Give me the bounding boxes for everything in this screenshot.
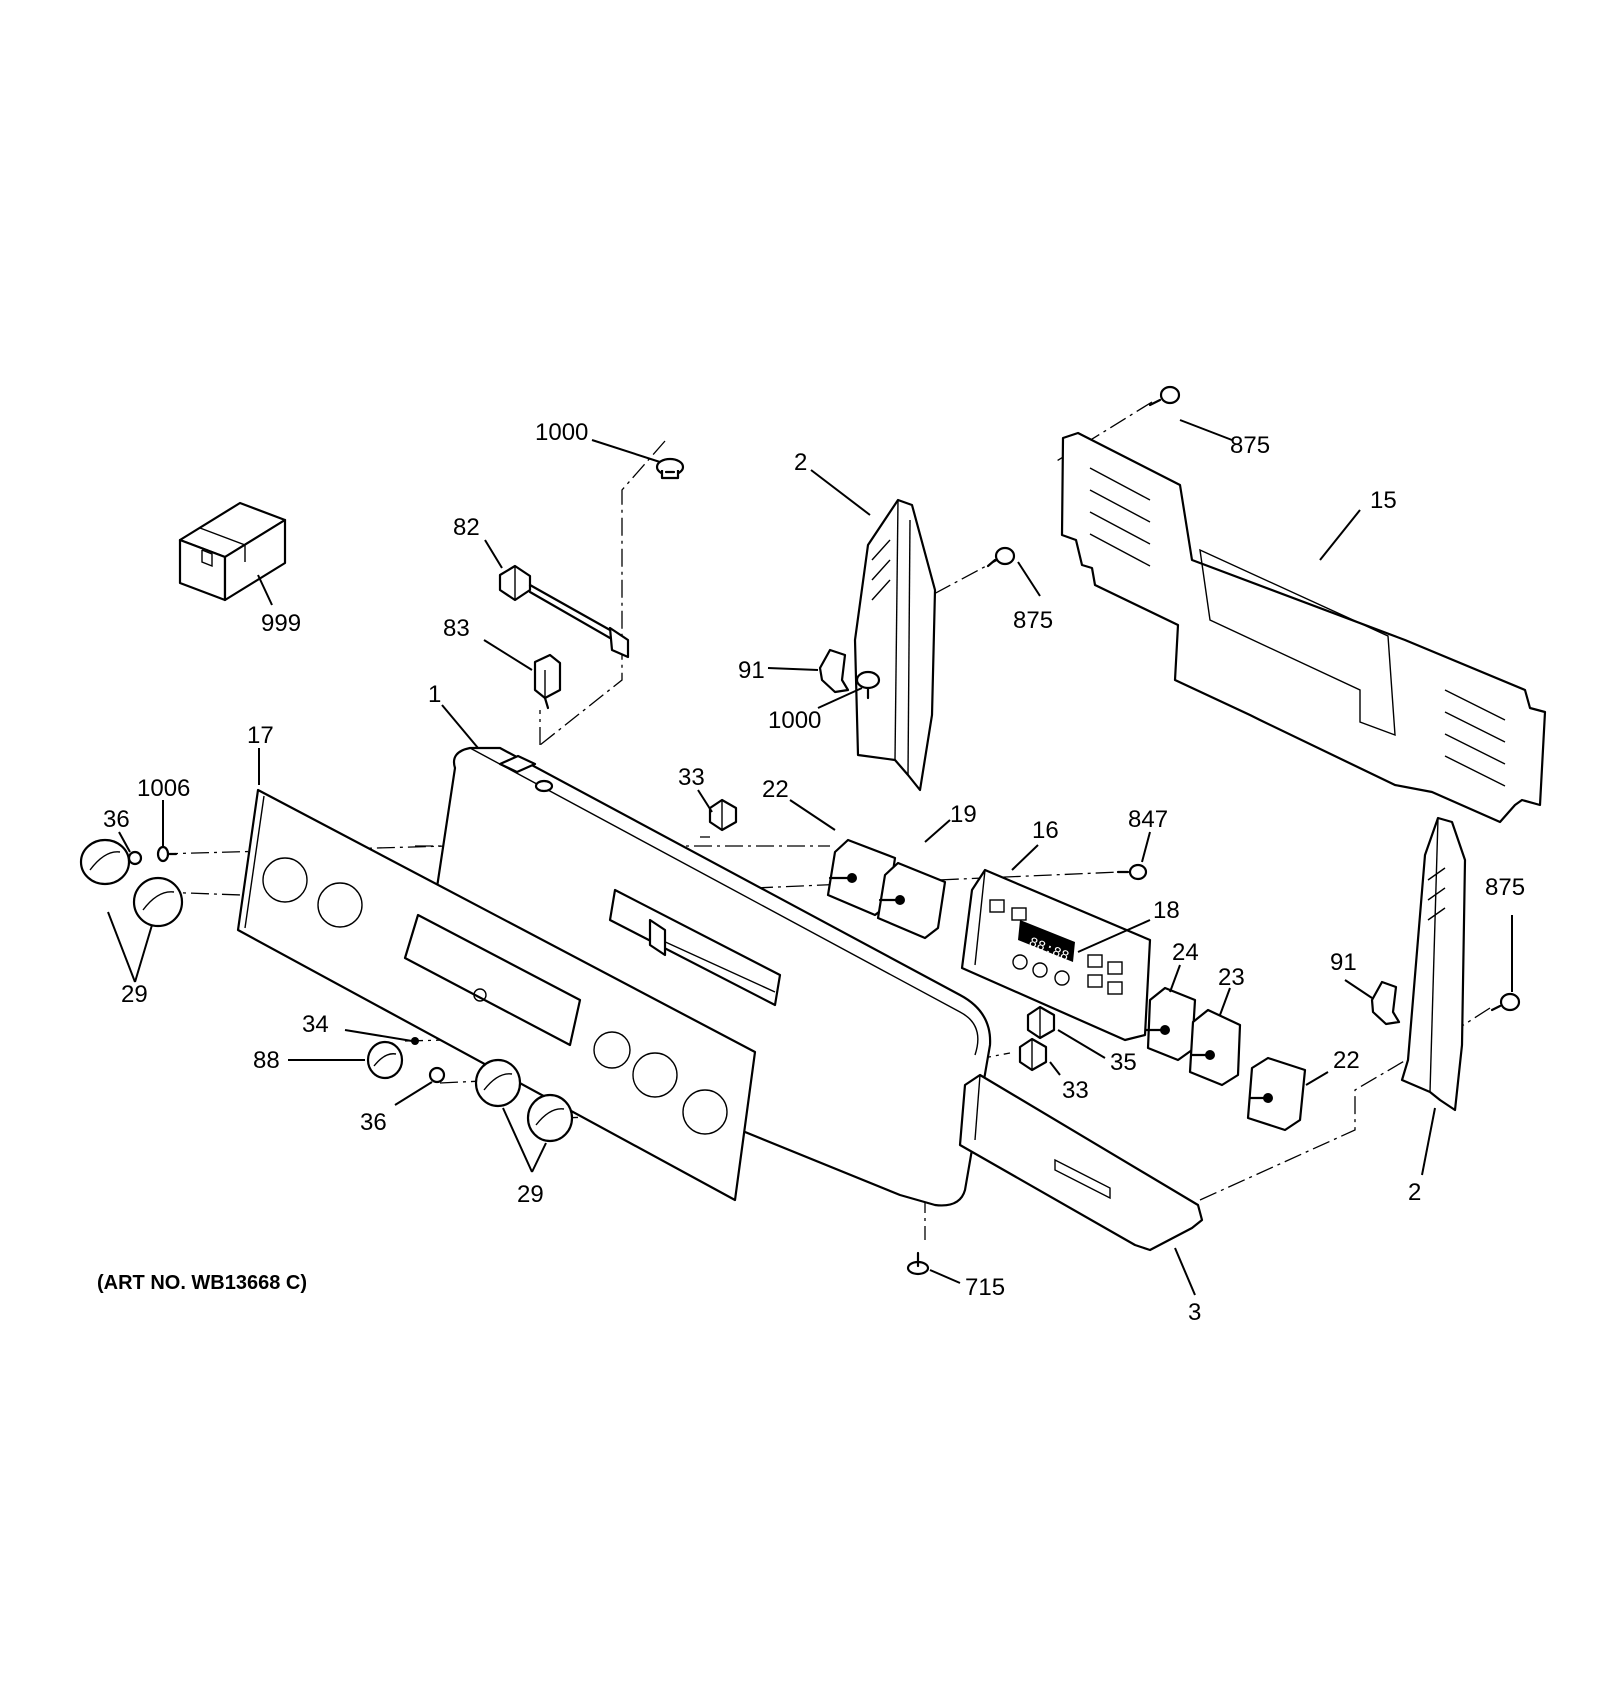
part-91-bracket	[1370, 980, 1401, 1026]
callout-82: 82	[453, 514, 480, 541]
part-19-infinite-switch	[876, 861, 947, 940]
part-715-screw	[906, 1251, 930, 1276]
callout-22: 22	[762, 776, 789, 803]
part-875-screw	[986, 546, 1016, 568]
part-36-spring	[428, 1066, 446, 1084]
part-29-surface-knob	[526, 1093, 574, 1143]
callout-17: 17	[247, 722, 274, 749]
callout-labels: 1000 82 83 999 1 17 1006 36 29 2 91 1000…	[103, 419, 1525, 1326]
callout-875: 875	[1230, 432, 1270, 459]
part-23-infinite-switch	[1188, 1008, 1242, 1087]
callout-18: 18	[1153, 897, 1180, 924]
part-88-knob	[366, 1040, 404, 1080]
callout-83: 83	[443, 615, 470, 642]
callout-2: 2	[1408, 1179, 1421, 1206]
callout-34: 34	[302, 1011, 329, 1038]
part-33-clip	[708, 798, 738, 832]
callout-24: 24	[1172, 939, 1199, 966]
leader-lines	[107, 419, 1513, 1296]
callout-2: 2	[794, 449, 807, 476]
part-1006-screw	[156, 845, 178, 863]
part-2-end-cap	[1400, 816, 1467, 1112]
callout-999: 999	[261, 610, 301, 637]
part-1-backsplash-panel	[418, 746, 992, 1207]
callout-1: 1	[428, 681, 441, 708]
callout-847: 847	[1128, 806, 1168, 833]
part-1000-screw	[855, 670, 881, 700]
art-number: (ART NO. WB13668 C)	[97, 1272, 307, 1294]
callout-16: 16	[1032, 817, 1059, 844]
callout-35: 35	[1110, 1049, 1137, 1076]
part-82-wire-harness	[498, 564, 630, 659]
part-875-screw	[1490, 992, 1521, 1012]
callout-715: 715	[965, 1274, 1005, 1301]
callout-33: 33	[678, 764, 705, 791]
part-36-spring	[127, 850, 143, 866]
callout-1000: 1000	[535, 419, 588, 446]
callout-1006: 1006	[137, 775, 190, 802]
part-875-screw	[1148, 385, 1181, 407]
callout-3: 3	[1188, 1299, 1201, 1326]
part-15-back-shield	[1060, 431, 1547, 824]
callout-88: 88	[253, 1047, 280, 1074]
callout-875: 875	[1013, 607, 1053, 634]
part-16-electronic-control: 88:88	[960, 868, 1152, 1042]
callout-1000: 1000	[768, 707, 821, 734]
callout-23: 23	[1218, 964, 1245, 991]
callout-22: 22	[1333, 1047, 1360, 1074]
callout-875: 875	[1485, 874, 1525, 901]
part-29-surface-knob	[132, 876, 184, 928]
callout-29: 29	[121, 981, 148, 1008]
part-2-end-cap	[853, 498, 937, 792]
part-999-package-box	[178, 501, 287, 602]
callout-19: 19	[950, 801, 977, 828]
part-24-infinite-switch	[1144, 986, 1197, 1062]
part-33-clip	[1018, 1037, 1048, 1072]
part-91-bracket	[818, 648, 850, 694]
callout-36: 36	[103, 806, 130, 833]
callout-15: 15	[1370, 487, 1397, 514]
part-34-pin	[411, 1037, 419, 1045]
part-3-trim	[958, 1073, 1204, 1252]
part-29-surface-knob	[79, 838, 131, 886]
part-83-clip	[533, 653, 562, 710]
callout-91: 91	[1330, 949, 1357, 976]
callout-36: 36	[360, 1109, 387, 1136]
callout-33: 33	[1062, 1077, 1089, 1104]
part-22-infinite-switch	[1246, 1056, 1307, 1132]
part-35-clip	[1026, 1005, 1056, 1040]
callout-29: 29	[517, 1181, 544, 1208]
part-29-surface-knob	[474, 1058, 522, 1108]
part-847-screw	[1116, 863, 1148, 881]
callout-91: 91	[738, 657, 765, 684]
part-1000-screw	[655, 457, 685, 480]
